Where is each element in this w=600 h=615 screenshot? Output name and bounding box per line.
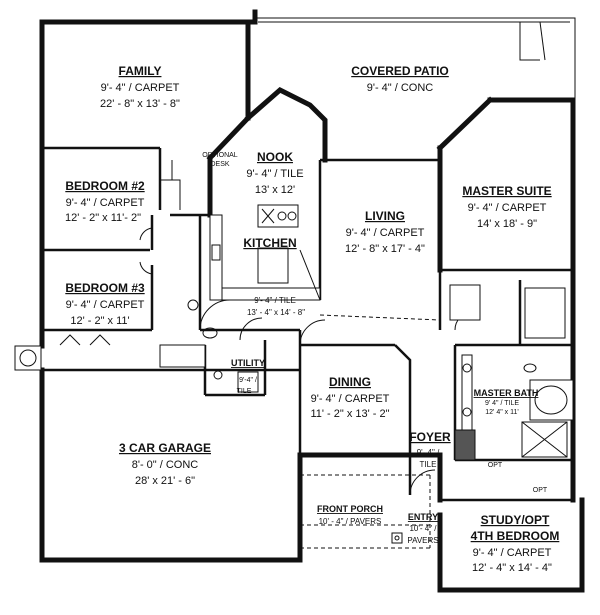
master-suite-ceiling: 9'- 4" / CARPET: [468, 202, 547, 214]
kitchen-fixtures: [209, 204, 321, 301]
garage-name: 3 CAR GARAGE: [119, 441, 211, 455]
master-bath-size: 12' 4" x 11': [485, 409, 518, 416]
exterior-walls: [39, 9, 585, 593]
bedroom3-name: BEDROOM #3: [65, 281, 145, 295]
opt-closet-right: OPT: [533, 487, 548, 494]
foyer-ceiling: 9'- 4" /: [417, 448, 440, 457]
foyer-name: FOYER: [409, 430, 451, 444]
utility-ceiling: 9'-4" /: [239, 377, 257, 384]
master-suite-name: MASTER SUITE: [462, 184, 551, 198]
family-size: 22' - 8" x 13' - 8": [100, 98, 180, 110]
living-size: 12' - 8" x 17' - 4": [345, 243, 425, 255]
patio-name: COVERED PATIO: [351, 64, 449, 78]
nook-name: NOOK: [257, 150, 293, 164]
study-name-2: 4TH BEDROOM: [471, 529, 560, 543]
nook-ceiling: 9'- 4" / TILE: [246, 168, 303, 180]
study-ceiling: 9'- 4" / CARPET: [473, 547, 552, 559]
garage-size: 28' x 21' - 6": [135, 475, 195, 487]
room-living: LIVING 9'- 4" / CARPET 12' - 8" x 17' - …: [345, 209, 425, 255]
room-utility: UTILITY 9'-4" / TILE: [231, 358, 265, 395]
room-kitchen: KITCHEN 9'- 4" / TILE 13' - 4" x 14' - 8…: [243, 236, 305, 317]
opt-closet-left: OPT: [488, 462, 503, 469]
patio-ceiling: 9'- 4" / CONC: [367, 82, 434, 94]
optional-desk-line1: OPTIONAL: [202, 152, 238, 159]
room-study: STUDY/OPT 4TH BEDROOM 9'- 4" / CARPET 12…: [471, 513, 560, 574]
bath-fixtures: [159, 284, 574, 461]
room-front-porch: FRONT PORCH 10' - 4" / PAVERS: [317, 504, 383, 526]
kitchen-name: KITCHEN: [243, 236, 296, 250]
room-bedroom-2: BEDROOM #2 9'- 4" / CARPET 12' - 2" x 11…: [65, 179, 145, 224]
doors-and-closets: [14, 160, 474, 496]
optional-desk-label: OPTIONAL DESK: [202, 152, 238, 168]
study-size: 12' - 4" x 14' - 4": [472, 562, 552, 574]
master-bath-ceiling: 9' 4" / TILE: [485, 400, 519, 407]
study-name: STUDY/OPT: [481, 513, 550, 527]
room-dining: DINING 9'- 4" / CARPET 11' - 2" x 13' - …: [310, 375, 389, 420]
master-bath-name: MASTER BATH: [474, 388, 539, 398]
nook-bay: [244, 87, 440, 300]
room-foyer: FOYER 9'- 4" / TILE: [409, 430, 451, 469]
bedroom3-ceiling: 9'- 4" / CARPET: [66, 299, 145, 311]
dining-size: 11' - 2" x 13' - 2": [310, 408, 389, 420]
front-porch-name: FRONT PORCH: [317, 504, 383, 514]
kitchen-size: 13' - 4" x 14' - 8": [247, 308, 305, 317]
kitchen-ceiling: 9'- 4" / TILE: [254, 296, 296, 305]
room-master-suite: MASTER SUITE 9'- 4" / CARPET 14' x 18' -…: [462, 184, 551, 230]
living-name: LIVING: [365, 209, 405, 223]
living-ceiling: 9'- 4" / CARPET: [346, 227, 425, 239]
room-nook: NOOK 9'- 4" / TILE 13' x 12': [246, 150, 303, 196]
utility-floor: TILE: [237, 388, 252, 395]
room-master-bath: MASTER BATH 9' 4" / TILE 12' 4" x 11': [474, 388, 539, 416]
entry-floor: PAVERS: [407, 536, 438, 545]
optional-desk-line2: DESK: [210, 161, 229, 168]
nook-size: 13' x 12': [255, 184, 295, 196]
patio-outline: [247, 17, 576, 100]
dashed-lines: [300, 314, 441, 549]
bedroom3-size: 12' - 2" x 11': [70, 315, 129, 327]
bedroom2-name: BEDROOM #2: [65, 179, 145, 193]
room-garage: 3 CAR GARAGE 8'- 0" / CONC 28' x 21' - 6…: [119, 441, 211, 487]
utility-name: UTILITY: [231, 358, 265, 368]
foyer-floor: TILE: [420, 460, 437, 469]
room-bedroom-3: BEDROOM #3 9'- 4" / CARPET 12' - 2" x 11…: [65, 281, 145, 327]
room-entry: ENTRY 10'- 4" / PAVERS: [407, 512, 438, 545]
bedroom2-size: 12' - 2" x 11'- 2": [65, 212, 141, 224]
entry-ceiling: 10'- 4" /: [409, 524, 437, 533]
room-covered-patio: COVERED PATIO 9'- 4" / CONC: [351, 64, 449, 94]
entry-marker: [391, 532, 403, 544]
master-suite-size: 14' x 18' - 9": [477, 218, 537, 230]
dining-ceiling: 9'- 4" / CARPET: [311, 393, 390, 405]
front-porch-ceiling: 10' - 4" / PAVERS: [319, 517, 382, 526]
dining-name: DINING: [329, 375, 371, 389]
family-ceiling: 9'- 4" / CARPET: [101, 82, 180, 94]
closet-opt-labels: OPT OPT: [488, 462, 548, 494]
bedroom2-ceiling: 9'- 4" / CARPET: [66, 197, 145, 209]
entry-name: ENTRY: [408, 512, 438, 522]
garage-ceiling: 8'- 0" / CONC: [132, 459, 199, 471]
room-family: FAMILY 9'- 4" / CARPET 22' - 8" x 13' - …: [100, 64, 180, 110]
family-name: FAMILY: [119, 64, 162, 78]
